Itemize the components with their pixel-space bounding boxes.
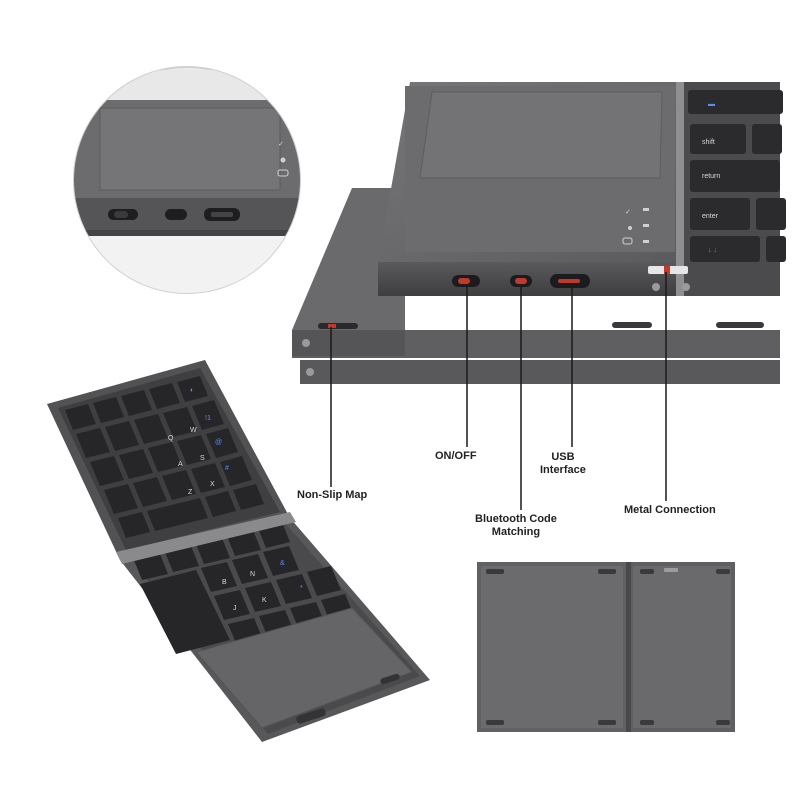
svg-text:▬: ▬ [708, 101, 715, 108]
svg-text:!1: !1 [205, 415, 211, 422]
callout-non-slip-map: Non-Slip Map [297, 489, 368, 501]
svg-text:✓: ✓ [278, 141, 284, 148]
svg-text:A: A [178, 461, 183, 468]
keyboard-folded [477, 562, 735, 732]
svg-text:K: K [262, 597, 267, 604]
callout-usb-line1: USB [551, 451, 575, 463]
svg-text:W: W [190, 427, 197, 434]
callout-metal-connection: Metal Connection [624, 504, 716, 516]
callout-bt-line1: Bluetooth Code [475, 513, 557, 525]
svg-text:@: @ [215, 439, 222, 446]
callout-usb-line2: Interface [540, 464, 586, 476]
svg-text:&: & [280, 560, 285, 567]
zoom-inset: ✓ [73, 66, 301, 294]
svg-text:*: * [300, 585, 303, 592]
svg-text:J: J [233, 605, 237, 612]
svg-text:Z: Z [188, 489, 193, 496]
callout-usb-interface: USB Interface [540, 451, 586, 477]
svg-text:X: X [210, 481, 215, 488]
key-shift-label: shift [702, 139, 715, 146]
callout-on-off: ON/OFF [435, 450, 477, 462]
keyboard-unfolded: ◐ !1 @ # Q W A S Z X [47, 360, 430, 742]
svg-text:B: B [222, 579, 227, 586]
svg-text:◐: ◐ [190, 387, 194, 394]
callout-bluetooth-code-matching: Bluetooth Code Matching [475, 513, 557, 539]
svg-text:S: S [200, 455, 205, 462]
svg-text:Q: Q [168, 435, 174, 442]
svg-text:✓: ✓ [625, 209, 631, 216]
svg-text:↓ ↓: ↓ ↓ [708, 247, 717, 254]
key-enter-label: enter [702, 213, 719, 220]
svg-text:N: N [250, 571, 255, 578]
key-return-label: return [702, 173, 720, 180]
svg-text:#: # [225, 465, 229, 472]
callout-bt-line2: Matching [491, 526, 541, 538]
device-closeup: ✓ ▬ shift return enter ↓ ↓ [292, 82, 786, 510]
